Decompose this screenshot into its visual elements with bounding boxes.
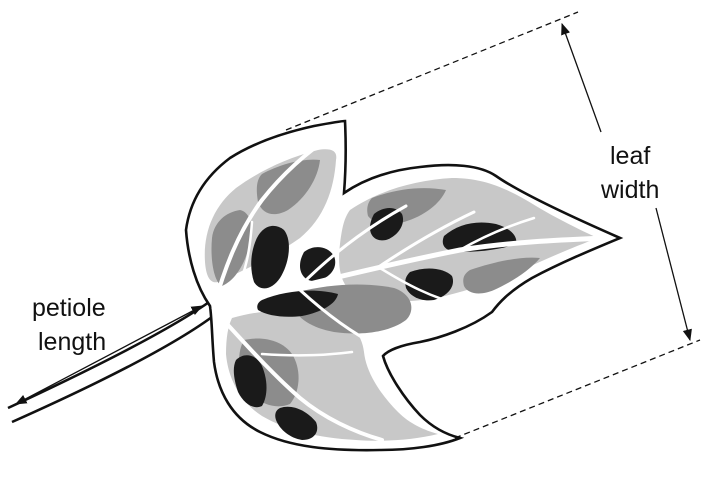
petiole-label-line1: petiole: [32, 294, 106, 322]
leaf-width-label-line1: leaf: [610, 142, 650, 170]
width-arrow-upper: [562, 24, 601, 132]
width-arrow-lower: [656, 208, 690, 340]
leaf-width-label-line2: width: [600, 176, 659, 204]
width-guide-top: [286, 12, 578, 130]
petiole-length-measure: petiole length: [16, 294, 202, 404]
width-guide-bottom: [455, 340, 700, 438]
petiole-label-line2: length: [38, 328, 106, 356]
